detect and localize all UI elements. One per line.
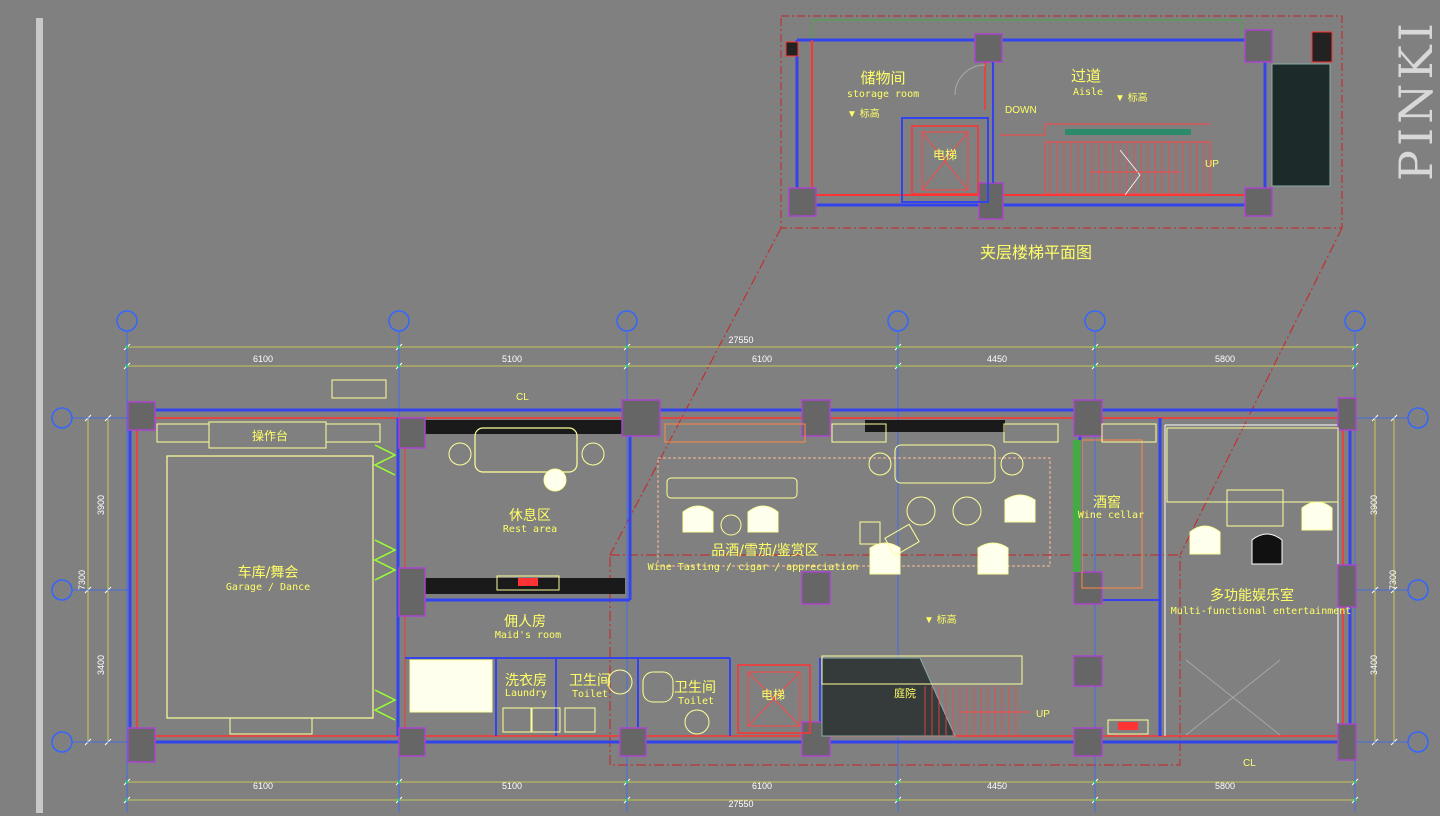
mezzanine-up-label: UP (1205, 159, 1219, 170)
dim-bottom-2: 5100 (502, 781, 522, 791)
svg-text:▼ 标高: ▼ 标高 (924, 613, 957, 626)
dim-right-1: 3900 (1369, 495, 1379, 515)
dim-total-top: 27550 (728, 335, 753, 345)
laundry-label-cn: 洗衣房 (505, 673, 547, 689)
mezzanine-plan: ▼ 标高 ▼ 标高 (780, 15, 1343, 229)
pinki-watermark: PINKI (1389, 19, 1440, 181)
garden-label: 庭院 (894, 686, 916, 700)
grid-bubble-top-2 (616, 310, 638, 332)
wine-tasting-label-en: Wine Tasting / cigar / appreciation (648, 562, 859, 573)
toilet2-label-cn: 卫生间 (674, 680, 716, 696)
console-label: 操作台 (252, 428, 288, 443)
aisle-label-cn: 过道 (1071, 67, 1101, 85)
grid-bubble-top-5 (1344, 310, 1366, 332)
main-plan: ▼ 标高 (127, 379, 1357, 763)
grid-bubble-top-1 (388, 310, 410, 332)
wine-tasting-label-cn: 品酒/雪茄/鉴赏区 (711, 542, 818, 559)
plan-up-label: UP (1036, 709, 1050, 720)
garage-label-cn: 车库/舞会 (238, 564, 299, 581)
dim-left-1: 3900 (96, 495, 106, 515)
wine-cellar-label-en: Wine cellar (1078, 510, 1144, 521)
multi-room-label-cn: 多功能娱乐室 (1210, 587, 1294, 604)
maid-room-label-cn: 佣人房 (504, 614, 546, 630)
dim-bottom-1: 6100 (253, 781, 273, 791)
grid-bubble-right-2 (1407, 731, 1429, 753)
toilet2-label-en: Toilet (678, 696, 714, 707)
grid-bubble-top-4 (1084, 310, 1106, 332)
svg-text:▼ 标高: ▼ 标高 (1115, 91, 1148, 104)
dim-bottom-3: 6100 (752, 781, 772, 791)
aisle-label-en: Aisle (1073, 87, 1103, 98)
dim-left-total: 7300 (77, 570, 87, 590)
dim-left-2: 3400 (96, 655, 106, 675)
grid-bubble-left-0 (51, 407, 73, 429)
grid-bubble-left-1 (51, 579, 73, 601)
dim-bottom-4: 4450 (987, 781, 1007, 791)
dim-top-5: 5800 (1215, 354, 1235, 364)
storage-room-label-cn: 储物间 (860, 69, 905, 87)
mezzanine-title: 夹层楼梯平面图 (980, 243, 1092, 262)
storage-room-label-en: storage room (847, 89, 919, 100)
dim-right-2: 3400 (1369, 655, 1379, 675)
garage-label-en: Garage / Dance (226, 582, 310, 593)
grid-bubble-top-0 (116, 310, 138, 332)
dimension-lines (87, 346, 1395, 801)
rest-area-label-en: Rest area (503, 524, 557, 535)
svg-text:▼ 标高: ▼ 标高 (847, 107, 880, 120)
toilet1-label-cn: 卫生间 (569, 673, 611, 689)
dim-bottom-5: 5800 (1215, 781, 1235, 791)
dim-top-2: 5100 (502, 354, 522, 364)
rest-area-label-cn: 休息区 (509, 507, 551, 524)
centerline-top: CL (516, 392, 529, 403)
centerline-bottom: CL (1243, 758, 1256, 769)
dim-top-1: 6100 (253, 354, 273, 364)
dim-top-4: 4450 (987, 354, 1007, 364)
laundry-label-en: Laundry (505, 688, 547, 699)
toilet1-label-en: Toilet (572, 689, 608, 700)
plan-elevator-label: 电梯 (761, 688, 785, 702)
grid-bubble-left-2 (51, 731, 73, 753)
grid-bubble-top-3 (887, 310, 909, 332)
left-margin-bar (36, 18, 43, 813)
grid-bubble-right-0 (1407, 407, 1429, 429)
mezzanine-elevator-label: 电梯 (933, 148, 957, 162)
multi-room-label-en: Multi-functional entertainment (1171, 606, 1352, 617)
maid-room-label-en: Maid's room (495, 630, 561, 641)
dim-top-3: 6100 (752, 354, 772, 364)
grid-bubble-right-1 (1407, 579, 1429, 601)
mezzanine-down-label: DOWN (1005, 105, 1037, 116)
wine-cellar-label-cn: 酒窖 (1093, 494, 1121, 511)
dim-total-bottom: 27550 (728, 799, 753, 809)
dim-right-total: 7300 (1388, 570, 1398, 590)
